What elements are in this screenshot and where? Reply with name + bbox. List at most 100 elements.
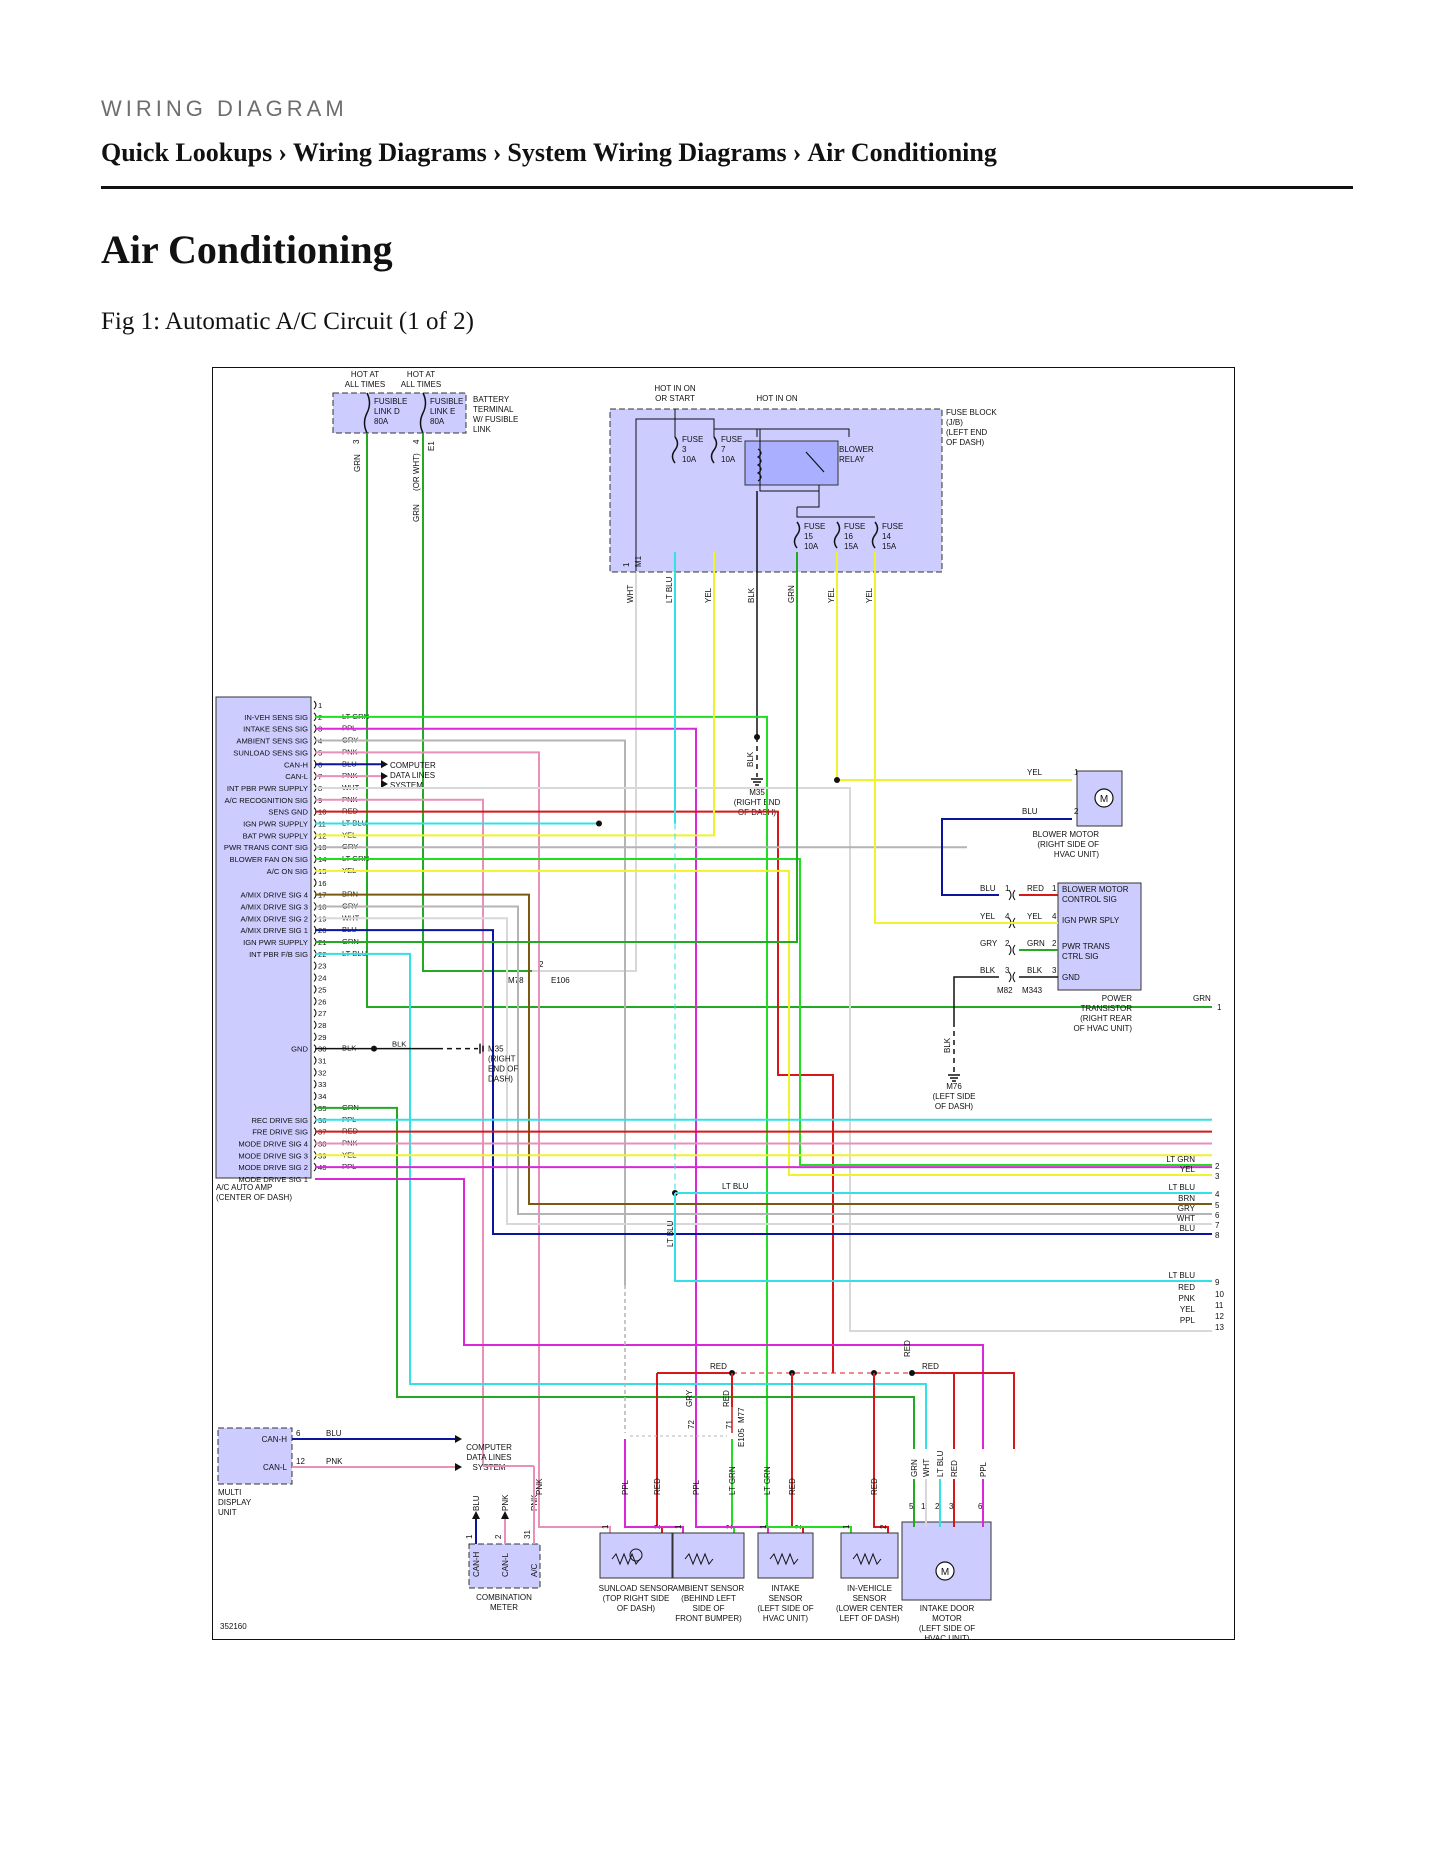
amp-pin-signal: INTAKE SENS SIG (243, 725, 308, 734)
ac-auto-amp (215, 696, 312, 1179)
sensor-wire-label: PNK (535, 1478, 544, 1495)
pin-number: 1 (921, 1502, 926, 1511)
pin-number: 1 (622, 562, 631, 567)
amp-pin-signal: A/C RECOGNITION SIG (224, 796, 308, 805)
resistor-icon (611, 1552, 641, 1566)
pin-number: 1 (1217, 1003, 1222, 1012)
breadcrumb-air-conditioning[interactable]: Air Conditioning (807, 138, 997, 167)
battery-terminal-label: LINK (473, 425, 491, 434)
arrow-icon (381, 779, 388, 788)
sensor-label: SENSOR (853, 1594, 887, 1603)
arrow-icon (472, 1511, 480, 1519)
fuse-3-symbol (671, 436, 679, 464)
pin-number: 2 (1074, 807, 1079, 816)
ground-m35-label: (RIGHT END (734, 798, 781, 807)
breadcrumb-system-wiring-diagrams[interactable]: System Wiring Diagrams (507, 138, 787, 167)
computer-data-lines-label: SYSTEM (473, 1463, 506, 1472)
power-transistor-label: POWER (1102, 994, 1132, 1003)
breadcrumb-quick-lookups[interactable]: Quick Lookups (101, 138, 273, 167)
fuse-3-label: 10A (682, 455, 697, 464)
connector-label: E1 (427, 441, 436, 451)
arrow-icon (381, 760, 388, 769)
amp-pin-connector (313, 700, 317, 710)
amp-pin-connector (313, 973, 317, 982)
wire-label: BLU (472, 1495, 481, 1511)
wire-red (912, 1372, 1015, 1449)
power-transistor (1057, 882, 1142, 991)
transistor-signal-label: CONTROL SIG (1062, 895, 1117, 904)
connector-label: M77 (737, 1407, 746, 1423)
breadcrumb-separator: › (492, 138, 502, 167)
wire-label: BLK (943, 1037, 952, 1053)
pin-number: 1 (842, 1524, 851, 1529)
wire-label: BLU (326, 1429, 342, 1438)
sensor-label: SUNLOAD SENSOR (599, 1584, 674, 1593)
wire-wht (315, 786, 1212, 1332)
arrow-icon (501, 1511, 509, 1519)
connector-label: E105 (737, 1428, 746, 1447)
mdu-can-h-label: CAN-H (262, 1435, 288, 1444)
breadcrumb-wiring-diagrams[interactable]: Wiring Diagrams (292, 138, 487, 167)
fusible-link-d-label: LINK D (374, 407, 400, 416)
wire-label: BLK (392, 1040, 406, 1049)
diagram-id: 352160 (220, 1622, 247, 1631)
breadcrumb-separator: › (792, 138, 802, 167)
power-transistor-label: OF HVAC UNIT) (1073, 1024, 1132, 1033)
computer-data-lines-label: DATA LINES (466, 1453, 511, 1462)
amp-pin-connector (313, 996, 317, 1006)
pin-number: 4 (412, 439, 421, 444)
wire-label: RED (922, 1362, 939, 1371)
wire-blk-internal (797, 485, 820, 508)
amp-pin-number: 26 (318, 997, 326, 1006)
wire-grn (315, 552, 798, 943)
computer-data-lines-label: COMPUTER (390, 761, 436, 770)
computer-data-lines-label: DATA LINES (390, 771, 435, 780)
right-output-pin: 9 (1215, 1278, 1220, 1287)
amp-pin-number: 16 (318, 879, 326, 888)
right-output-pin: 2 (1215, 1162, 1220, 1171)
sensor-label: INTAKE (771, 1584, 799, 1593)
amp-pin-connector (313, 1056, 317, 1065)
arrow-icon (381, 772, 388, 781)
ac-auto-amp-label: A/C AUTO AMP (216, 1183, 272, 1192)
sensor-label: HVAC UNIT) (763, 1614, 809, 1623)
ground-m35-label: DASH) (488, 1075, 513, 1084)
wire-label: RED (722, 1390, 731, 1407)
fuse-14-label: FUSE (882, 522, 903, 531)
wire-label: RED (903, 1340, 912, 1357)
right-output-wire-label: WHT (1177, 1214, 1195, 1223)
fuse-15-label: 10A (804, 542, 819, 551)
sensor-label: (LEFT SIDE OF (757, 1604, 813, 1613)
fuse-15-label: FUSE (804, 522, 825, 531)
right-output-pin: 7 (1215, 1221, 1220, 1230)
wire-label: GRY (980, 939, 998, 948)
amp-pin-connector (313, 961, 317, 971)
sensor-wire-label: LT GRN (728, 1466, 737, 1495)
amp-pin-signal: A/MIX DRIVE SIG 2 (240, 914, 308, 923)
battery-terminal-fusible-links (332, 392, 467, 434)
wire-blk-internal (714, 428, 850, 437)
wire-label: (OR WHT) (412, 453, 421, 491)
wire-label: GRN (1027, 939, 1045, 948)
fuse-3-label: FUSE (682, 435, 703, 444)
wire-blk-internal (675, 418, 715, 437)
amp-pin-number: 23 (318, 962, 326, 971)
pin-number: 1 (674, 1524, 683, 1529)
wire-brn (315, 893, 1212, 1205)
sensor-label: (LOWER CENTER (836, 1604, 903, 1613)
sensor-label: LEFT OF DASH) (840, 1614, 900, 1623)
wire-lt-grn (315, 858, 1212, 1166)
fusible-link-e-label: 80A (430, 417, 445, 426)
amp-pin-number: 25 (318, 985, 326, 994)
wire-lt-blu (315, 952, 927, 1449)
splice-dot (371, 1045, 377, 1052)
wire-pnk (315, 798, 484, 1466)
fuse-7-symbol (710, 436, 718, 464)
transistor-signal-label: BLOWER MOTOR (1062, 885, 1129, 894)
sensor-wire (873, 1472, 889, 1537)
pin-number: 3 (352, 439, 361, 444)
multi-display-unit-label: MULTI (218, 1488, 241, 1497)
wire-label: RED (1027, 884, 1044, 893)
combination-meter-label: COMBINATION (476, 1593, 532, 1602)
